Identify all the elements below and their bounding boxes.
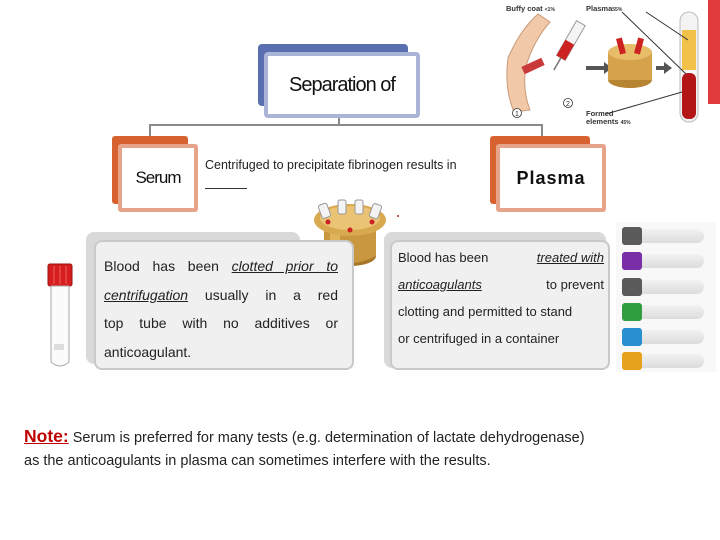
syringe-illustration <box>550 21 586 73</box>
plasma-box: Plasma <box>496 144 606 212</box>
serum-description: Blood has been clotted prior to centrifu… <box>104 252 338 366</box>
gray-cap-tube-2 <box>622 278 642 296</box>
yellow-cap-tube <box>622 352 642 370</box>
blood-separation-illustration: Buffy coat <1% Plasma55% Formed elements… <box>500 0 710 128</box>
red-top-tube-icon <box>46 262 74 372</box>
step-1-marker: 1 <box>515 111 519 118</box>
formed-elements-label-2: elements 45% <box>586 117 631 126</box>
blue-cap-tube <box>622 328 642 346</box>
diagram-title: Separation of <box>289 74 395 97</box>
note-text-line1: Serum is preferred for many tests (e.g. … <box>73 430 585 446</box>
serum-box: Serum <box>118 144 198 212</box>
green-cap-tube <box>622 303 642 321</box>
centrifuge-small-icon <box>608 37 652 88</box>
purple-cap-tube <box>622 252 642 270</box>
centrifuge-note-underline <box>205 188 247 189</box>
step-2-marker: 2 <box>566 101 570 108</box>
gray-cap-tube <box>622 227 642 245</box>
note-paragraph: Note: Serum is preferred for many tests … <box>24 425 704 473</box>
buffy-coat-label: Buffy coat <1% <box>506 4 555 13</box>
note-label: Note: <box>24 426 69 446</box>
connector-horizontal <box>149 124 543 126</box>
centrifuge-note: Centrifuged to precipitate fibrinogen re… <box>205 158 485 173</box>
title-box: Separation of <box>264 52 420 118</box>
serum-label: Serum <box>135 168 180 188</box>
plasma-label: Plasma <box>516 168 585 189</box>
separated-tube-icon <box>680 12 698 122</box>
note-text-line2: as the anticoagulants in plasma can some… <box>24 453 491 469</box>
plasma-illustration-label: Plasma55% <box>586 4 623 13</box>
